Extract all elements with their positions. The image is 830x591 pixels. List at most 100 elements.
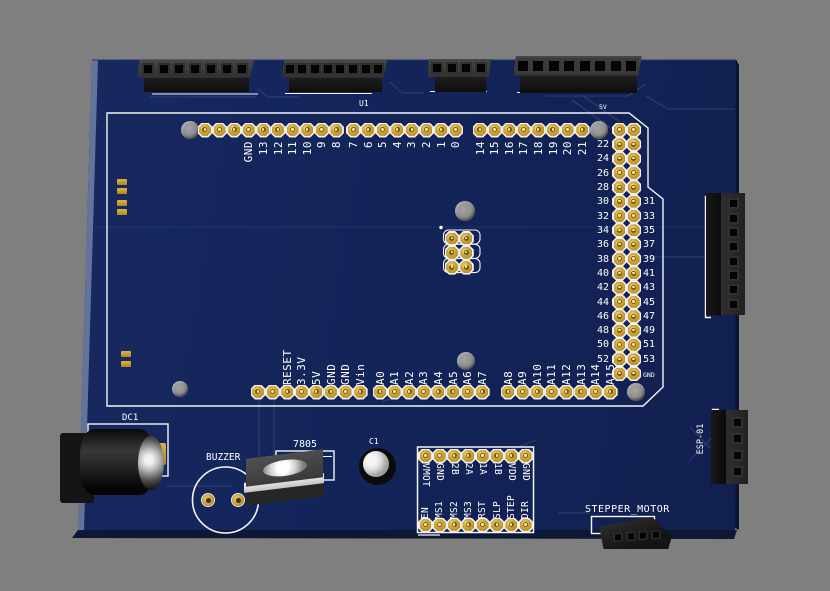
pin-label: A0 <box>373 370 387 385</box>
pin-label: EN <box>420 506 431 519</box>
pin-pad <box>404 122 420 138</box>
pin-pad <box>626 179 642 195</box>
pin-pad <box>255 122 271 138</box>
pin-pad <box>460 517 476 533</box>
pin-label: 34 <box>596 224 609 236</box>
pin-pad <box>487 122 503 138</box>
pin-pad <box>612 208 627 224</box>
pin-label: GND <box>643 371 655 380</box>
socket-hole <box>564 61 575 72</box>
pin-label: 47 <box>643 310 656 322</box>
pin-pad <box>612 323 627 339</box>
socket-hole <box>374 64 383 73</box>
socket-hole <box>610 61 621 72</box>
pin-pad <box>612 308 627 324</box>
pin-label: 45 <box>643 296 656 308</box>
smd-pad <box>117 188 127 194</box>
socket-hole <box>533 61 544 72</box>
socket-hole <box>310 64 319 73</box>
esp01-connector <box>711 410 748 484</box>
pin-label: GND <box>324 363 338 385</box>
pin-pad <box>475 448 491 464</box>
pin-label: 52 <box>596 353 609 365</box>
pin-label: 0 <box>449 141 463 149</box>
pin-label: DIR <box>520 500 532 519</box>
pin-pad <box>612 194 627 210</box>
socket-hole <box>729 228 737 236</box>
socket-hole <box>729 286 737 294</box>
pin-pad <box>197 122 213 138</box>
pin-label: A10 <box>530 363 544 385</box>
pin-label: MS1 <box>434 500 446 519</box>
pin-pad <box>389 122 405 138</box>
connector-socket-face <box>726 410 748 484</box>
pin-pad <box>489 448 505 464</box>
pin-pad <box>460 448 476 464</box>
capacitor-top-vent <box>363 451 389 477</box>
pin-pad <box>626 337 642 353</box>
pin-label: 48 <box>596 325 609 337</box>
female-header-connector-1 <box>136 60 254 92</box>
pin-pad <box>515 384 531 400</box>
pin-pad <box>530 122 546 138</box>
pin-pad <box>612 294 627 310</box>
pin-pad <box>432 517 448 533</box>
pin-pad <box>372 384 388 400</box>
socket-hole <box>323 64 332 73</box>
socket-hole <box>627 533 634 540</box>
pin-label: 8 <box>329 141 343 149</box>
pin-pad <box>626 294 642 310</box>
pin-label: 33 <box>643 210 656 222</box>
pin-pad <box>503 448 519 464</box>
pin-pad <box>612 151 627 167</box>
mounting-hole <box>455 201 475 221</box>
pin-pad <box>626 280 642 296</box>
connector-side-face <box>706 193 721 315</box>
pin-pad <box>518 448 534 464</box>
pin-pad <box>544 384 560 400</box>
capacitor-c1 <box>359 448 396 485</box>
pin-pad <box>518 517 534 533</box>
socket-hole <box>433 64 442 73</box>
connector-top-face <box>427 59 491 78</box>
pin-pad <box>444 259 460 275</box>
pin-label: 32 <box>596 210 609 222</box>
pin-label: 26 <box>596 167 609 179</box>
pin-pad <box>503 517 519 533</box>
c1-ref-label: C1 <box>369 437 379 446</box>
pin-pad <box>270 122 286 138</box>
socket-hole <box>640 532 647 539</box>
pin-label: A3 <box>417 370 431 385</box>
socket-hole <box>626 61 637 72</box>
pin-label: 41 <box>643 267 656 279</box>
pin-label: MS2 <box>448 500 460 519</box>
socket-hole <box>733 435 741 443</box>
pin-pad <box>558 384 574 400</box>
pin-label: A12 <box>559 363 573 385</box>
socket-hole <box>729 243 737 251</box>
esp01-ref-label: ESP-01 <box>696 423 706 455</box>
mounting-hole <box>181 121 199 139</box>
pin-pad <box>444 231 460 246</box>
smd-pad <box>121 361 131 367</box>
pin-pad <box>626 151 642 167</box>
pin-label: 30 <box>596 196 609 208</box>
socket-hole <box>175 64 184 73</box>
pin-pad <box>285 122 301 138</box>
pin-pad <box>612 251 627 267</box>
pin-label: 4 <box>390 141 404 149</box>
pin-pad <box>588 384 604 400</box>
pin-label: GND <box>242 141 256 163</box>
connector-front-face <box>520 76 637 93</box>
pin-label: A8 <box>501 370 515 385</box>
socket-hole <box>191 64 199 73</box>
pin-pad <box>308 384 324 400</box>
pin-pad <box>612 237 627 253</box>
pin-pad <box>433 122 449 138</box>
smd-pad <box>117 209 127 215</box>
pin-label: 12 <box>271 141 285 156</box>
pin-pad <box>529 384 545 400</box>
pin-label: SLP <box>491 500 503 519</box>
pin-label: 28 <box>596 181 609 193</box>
